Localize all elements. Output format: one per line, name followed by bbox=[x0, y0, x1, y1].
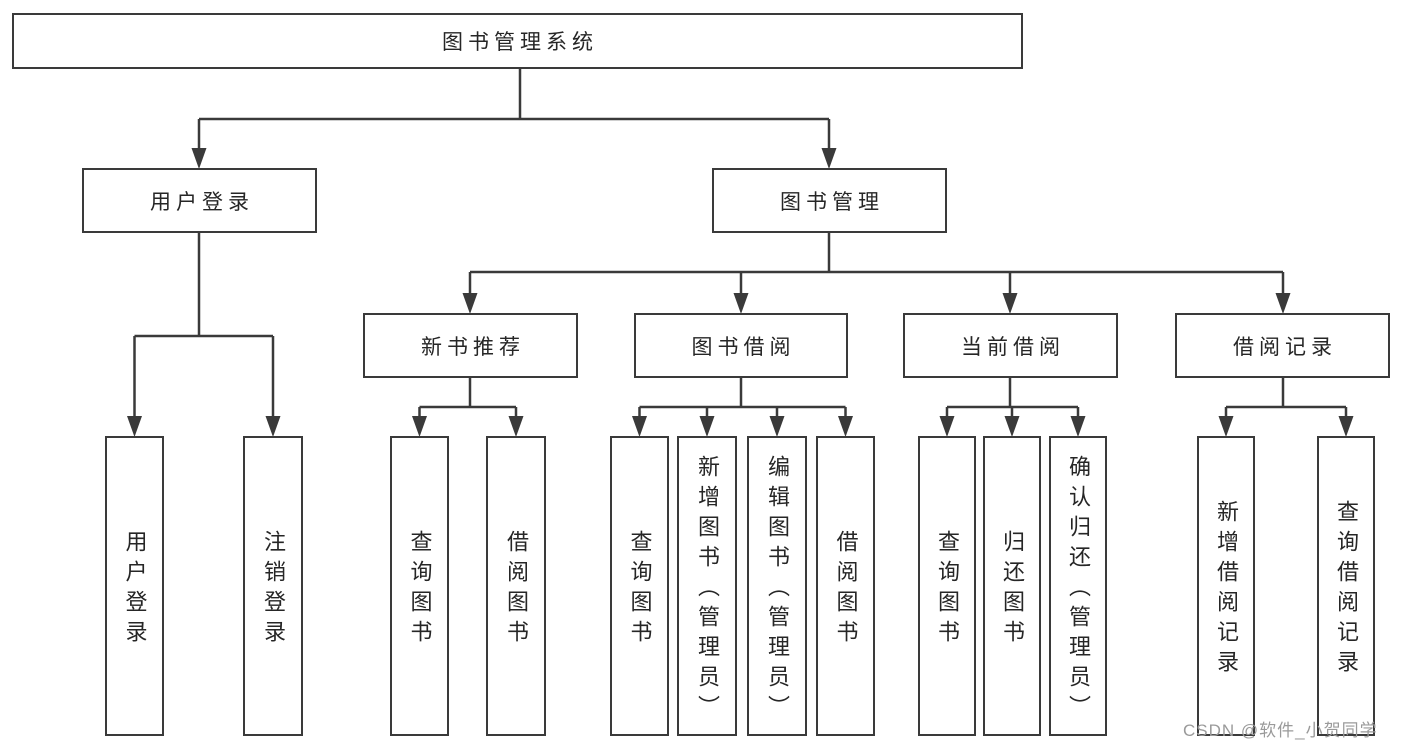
leaf-return-books: 归还图书 bbox=[983, 436, 1041, 736]
watermark: CSDN @软件_小贺同学 bbox=[1183, 721, 1378, 740]
leaf-borrow-books-recommend: 借阅图书 bbox=[486, 436, 546, 736]
leaf-add-book-admin: 新增图书（管理员） bbox=[677, 436, 737, 736]
leaf-logout: 注销登录 bbox=[243, 436, 303, 736]
leaf-add-borrow-record: 新增借阅记录 bbox=[1197, 436, 1255, 736]
leaf-query-books-current: 查询图书 bbox=[918, 436, 976, 736]
leaf-label: 确认归还（管理员） bbox=[1066, 455, 1091, 725]
leaf-edit-book-admin: 编辑图书（管理员） bbox=[747, 436, 807, 736]
leaf-label: 新增借阅记录 bbox=[1214, 500, 1239, 680]
leaf-label: 借阅图书 bbox=[504, 530, 529, 650]
node-label: 图书借阅 bbox=[691, 335, 796, 359]
leaf-borrow-books-borrowing: 借阅图书 bbox=[816, 436, 875, 736]
node-label: 当前借阅 bbox=[961, 335, 1065, 359]
leaf-query-books-recommend: 查询图书 bbox=[390, 436, 449, 736]
node-label: 用户登录 bbox=[150, 190, 254, 214]
leaf-label: 注销登录 bbox=[261, 530, 286, 650]
node-current-borrowing: 当前借阅 bbox=[903, 313, 1118, 378]
leaf-user-login: 用户登录 bbox=[105, 436, 164, 736]
node-label: 新书推荐 bbox=[421, 335, 525, 359]
node-label: 图书管理 bbox=[780, 190, 884, 214]
leaf-query-books-borrowing: 查询图书 bbox=[610, 436, 669, 736]
leaf-label: 查询图书 bbox=[627, 530, 653, 650]
leaf-label: 新增图书（管理员） bbox=[695, 455, 720, 725]
leaf-label: 用户登录 bbox=[122, 530, 148, 650]
leaf-label: 归还图书 bbox=[1000, 530, 1025, 650]
node-user-login: 用户登录 bbox=[82, 168, 317, 233]
node-borrowing-records: 借阅记录 bbox=[1175, 313, 1390, 378]
node-new-book-recommendation: 新书推荐 bbox=[363, 313, 578, 378]
leaf-confirm-return-admin: 确认归还（管理员） bbox=[1049, 436, 1107, 736]
leaf-label: 查询图书 bbox=[935, 530, 960, 650]
leaf-label: 借阅图书 bbox=[833, 530, 859, 650]
node-book-borrowing: 图书借阅 bbox=[634, 313, 848, 378]
leaf-query-borrow-record: 查询借阅记录 bbox=[1317, 436, 1375, 736]
node-library-management-system: 图书管理系统 bbox=[12, 13, 1023, 69]
node-book-management: 图书管理 bbox=[712, 168, 947, 233]
leaf-label: 查询借阅记录 bbox=[1334, 500, 1359, 680]
leaf-label: 查询图书 bbox=[407, 530, 433, 650]
node-label: 图书管理系统 bbox=[442, 31, 598, 54]
leaf-label: 编辑图书（管理员） bbox=[765, 455, 790, 725]
node-label: 借阅记录 bbox=[1233, 335, 1337, 359]
